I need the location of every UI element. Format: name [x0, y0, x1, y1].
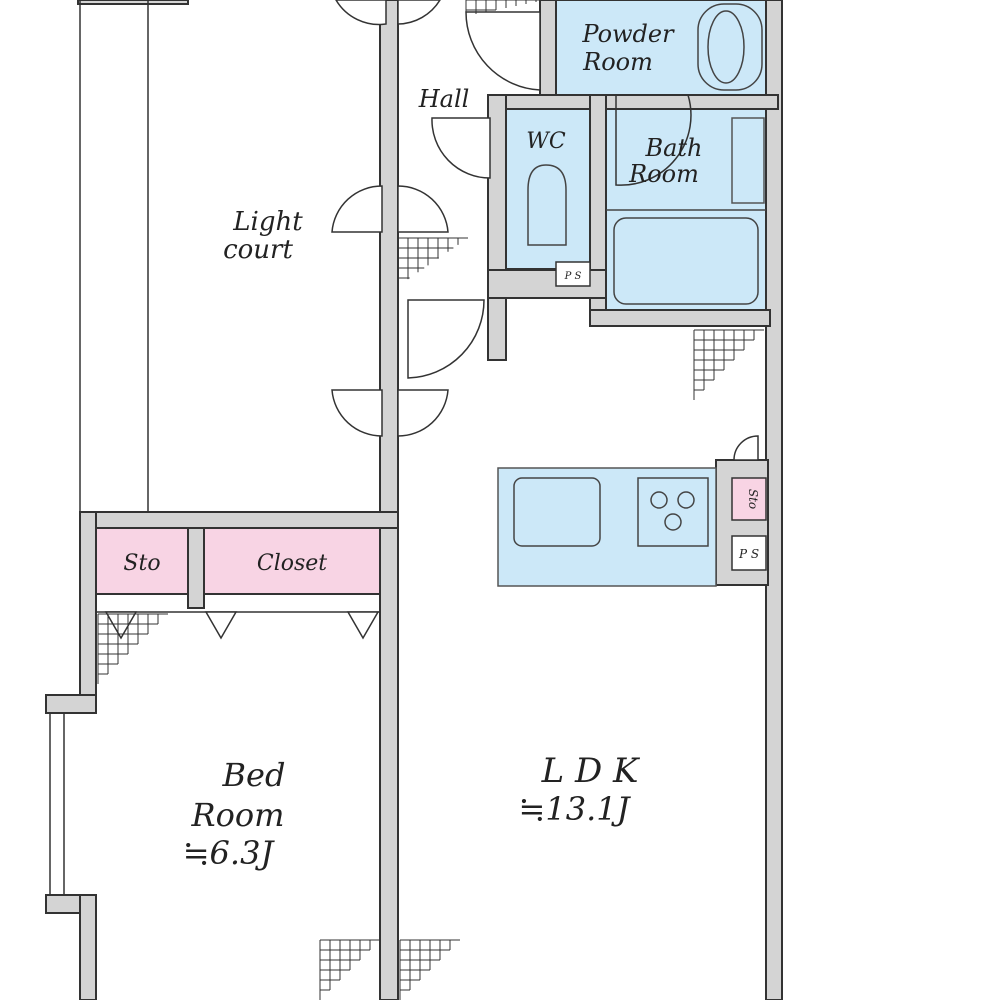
toilet-icon [527, 164, 567, 246]
wall-bath-bottom [589, 309, 771, 327]
light-court [79, 0, 149, 512]
svg-text:Sto: Sto [123, 551, 160, 576]
sto-bedroom [95, 527, 189, 595]
wall-wet-top [487, 94, 779, 110]
svg-text:Room: Room [582, 48, 653, 76]
door-swing-icon [331, 185, 383, 233]
label-ldk: L D K [541, 751, 641, 791]
svg-text:court: court [223, 235, 293, 265]
door-swing-icon [397, 389, 449, 437]
kitchen-sink-icon [513, 477, 601, 547]
label-sto-kitchen: Sto [746, 489, 760, 509]
svg-text:Room: Room [628, 160, 699, 188]
svg-text:Bed: Bed [222, 756, 286, 794]
label-ldk-area: ≒13.1J [519, 790, 632, 828]
svg-text:≒13.1J: ≒13.1J [519, 790, 632, 828]
svg-text:Room: Room [191, 796, 285, 834]
door-swing-icon [733, 435, 759, 461]
svg-text:Bath: Bath [644, 134, 702, 162]
burner-icon [664, 513, 682, 531]
label-powder-2: Room [582, 48, 653, 76]
wall-closet-top [79, 511, 399, 529]
stove-icon [637, 477, 709, 547]
sto-kitchen [731, 477, 767, 521]
burner-icon [677, 491, 695, 509]
svg-text:P S: P S [564, 271, 582, 282]
label-hall: Hall [418, 85, 470, 113]
label-wc: WC [526, 129, 566, 154]
sink-counter [697, 3, 763, 91]
tile-hatch [97, 0, 764, 1000]
svg-text:P S: P S [738, 547, 759, 561]
wall-bed-left-upper [79, 511, 97, 713]
svg-text:Hall: Hall [418, 85, 470, 113]
label-bed-1: Bed [222, 756, 286, 794]
svg-text:WC: WC [526, 129, 566, 154]
wall-top-left [77, 0, 189, 5]
label-sto: Sto [123, 551, 160, 576]
door-swing-icon [335, 0, 387, 26]
door-swing-icon [615, 94, 692, 186]
svg-text:Light: Light [232, 207, 303, 237]
label-closet: Closet [257, 551, 327, 576]
ps-box-1 [555, 261, 591, 287]
svg-text:Powder: Powder [581, 20, 675, 48]
walls [45, 0, 783, 1000]
label-ps-1: P S [564, 271, 582, 282]
label-bed-2: Room [191, 796, 285, 834]
ps-box-2 [731, 535, 767, 571]
room-labels: Powder Room Hall WC Bath Room Light cour… [123, 20, 760, 872]
closet [203, 527, 381, 595]
wall-sto-divider [187, 527, 205, 609]
door-swing-icon [431, 117, 491, 179]
label-bed-area: ≒6.3J [183, 834, 276, 872]
label-lightcourt-1: Light [232, 207, 303, 237]
bedroom-window [49, 713, 65, 895]
door-swing-icon [407, 299, 485, 379]
label-ps-2: P S [738, 547, 759, 561]
label-lightcourt-2: court [223, 235, 293, 265]
wall-bed-left-lower [79, 894, 97, 1000]
svg-text:L D K: L D K [541, 751, 641, 791]
svg-text:Closet: Closet [257, 551, 327, 576]
door-swing-icon [397, 185, 449, 233]
door-swing-icon [331, 389, 383, 437]
sink-basin-icon [707, 10, 745, 84]
label-bath-2: Room [628, 160, 699, 188]
label-bath-1: Bath [644, 134, 702, 162]
label-powder-1: Powder [581, 20, 675, 48]
bathtub-icon [613, 217, 759, 305]
burner-icon [650, 491, 668, 509]
wall-window-top [45, 694, 97, 714]
door-swing-icon [465, 11, 541, 91]
wall-center [379, 0, 399, 1000]
svg-text:Sto: Sto [746, 489, 760, 509]
bath-shelf [731, 117, 765, 204]
wall-powder-left [539, 0, 557, 96]
svg-text:≒6.3J: ≒6.3J [183, 834, 276, 872]
door-swing-icon [397, 0, 441, 25]
doors [331, 0, 759, 461]
